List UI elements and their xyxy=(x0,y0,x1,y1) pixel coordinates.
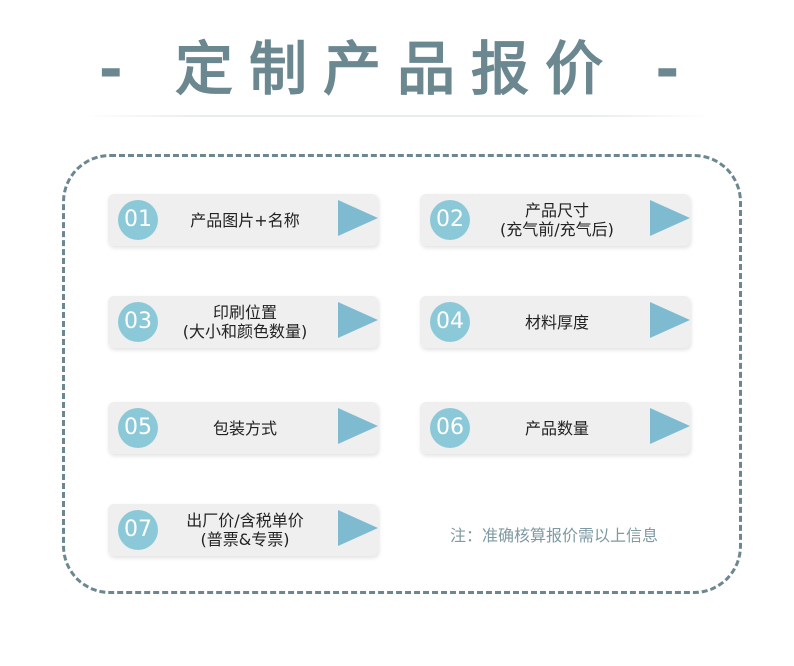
item-label: 材料厚度 xyxy=(524,312,589,332)
item-number-badge: 02 xyxy=(430,200,470,240)
item-number-badge: 06 xyxy=(430,408,470,448)
triangle-arrow-icon xyxy=(650,302,690,338)
dashed-frame xyxy=(62,154,742,594)
item-card-06: 06 产品数量 xyxy=(420,402,690,454)
note-text: 注：准确核算报价需以上信息 xyxy=(450,526,659,545)
item-label: 包装方式 xyxy=(212,418,277,438)
item-number-badge: 04 xyxy=(430,302,470,342)
item-card-07: 07 出厂价/含税单价(普票&专票) xyxy=(108,504,378,556)
item-number-badge: 01 xyxy=(118,200,158,240)
triangle-arrow-icon xyxy=(650,200,690,236)
triangle-arrow-icon xyxy=(338,302,378,338)
item-label: 产品数量 xyxy=(524,418,589,438)
item-card-04: 04 材料厚度 xyxy=(420,296,690,348)
item-label: 产品尺寸(充气前/充气后) xyxy=(500,201,614,239)
item-label: 产品图片+名称 xyxy=(190,210,300,230)
triangle-arrow-icon xyxy=(338,510,378,546)
triangle-arrow-icon xyxy=(650,408,690,444)
triangle-arrow-icon xyxy=(338,200,378,236)
item-card-03: 03 印刷位置(大小和颜色数量) xyxy=(108,296,378,348)
item-label: 出厂价/含税单价(普票&专票) xyxy=(186,511,304,549)
item-number-badge: 05 xyxy=(118,408,158,448)
item-card-01: 01 产品图片+名称 xyxy=(108,194,378,246)
item-label: 印刷位置(大小和颜色数量) xyxy=(182,303,308,341)
item-number-badge: 07 xyxy=(118,510,158,550)
item-number-badge: 03 xyxy=(118,302,158,342)
title-divider xyxy=(80,115,714,117)
page-title: - 定制产品报价 - xyxy=(98,35,696,103)
item-card-05: 05 包装方式 xyxy=(108,402,378,454)
item-card-02: 02 产品尺寸(充气前/充气后) xyxy=(420,194,690,246)
triangle-arrow-icon xyxy=(338,408,378,444)
